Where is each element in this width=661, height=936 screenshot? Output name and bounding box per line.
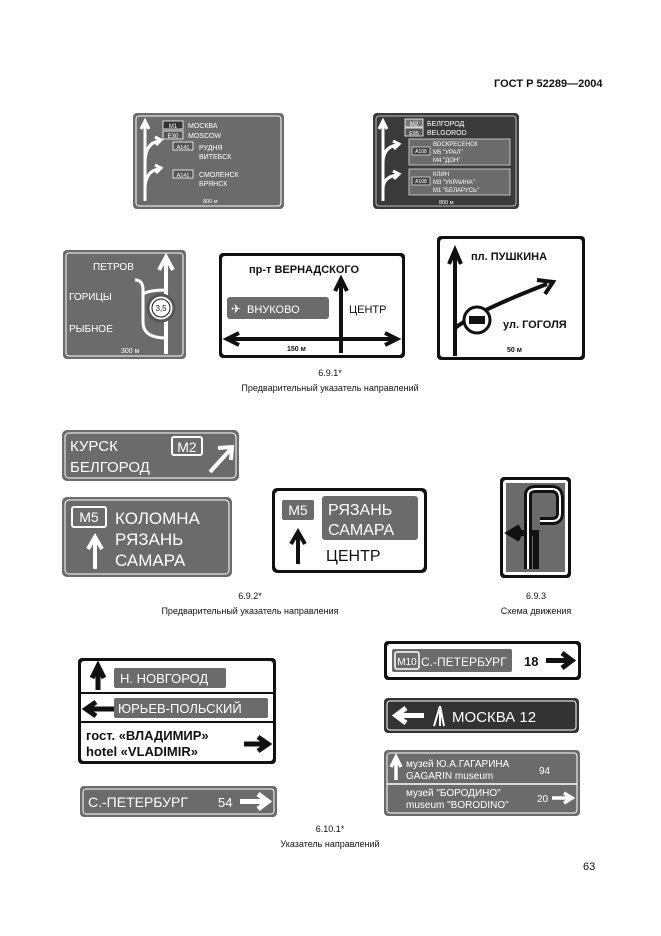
sign-text: Н. НОВГОРОД bbox=[120, 671, 208, 686]
sign-text: ЦЕНТР bbox=[349, 304, 386, 316]
sign-text: САМАРА bbox=[328, 522, 394, 539]
caption-6-9-1: 6.9.1* Предварительный указатель направл… bbox=[241, 368, 419, 393]
sign-6-10-1-a: Н. НОВГОРОД ЮРЬЕВ-ПОЛЬСКИЙ гост. «ВЛАДИМ… bbox=[78, 658, 276, 764]
sign-text: ВНУКОВО bbox=[247, 304, 300, 316]
sign-text: ул. ГОГОЛЯ bbox=[503, 319, 567, 331]
sign-text: hotel «VLADIMIR» bbox=[86, 744, 198, 759]
sign-text: КЛИН bbox=[433, 172, 449, 178]
sign-6-9-2-a: КУРСК БЕЛГОРОД M2 bbox=[62, 430, 239, 481]
sign-text: пр-т ВЕРНАДСКОГО bbox=[249, 264, 360, 276]
route-badge: M5 bbox=[288, 502, 308, 518]
sign-text: МОСКВА bbox=[188, 123, 218, 130]
sign-6-10-1-c: M10 С.-ПЕТЕРБУРГ 18 bbox=[384, 641, 581, 680]
page-header: ГОСТ Р 52289—2004 bbox=[494, 78, 603, 90]
sign-6-9-1-c: 3,5 ПЕТРОВ ГОРИЦЫ РЫБНОЕ 300 м bbox=[63, 250, 186, 359]
sign-text: САМАРА bbox=[115, 551, 186, 570]
route-badge: A108 bbox=[415, 149, 427, 155]
sign-6-9-1-d: ✈ ВНУКОВО пр-т ВЕРНАДСКОГО ЦЕНТР 150 м bbox=[219, 253, 405, 358]
sign-6-9-3 bbox=[500, 477, 571, 578]
sign-text: КОЛОМНА bbox=[115, 509, 201, 528]
distance: 20 bbox=[537, 794, 549, 805]
sign-6-9-2-b: M5 КОЛОМНА РЯЗАНЬ САМАРА bbox=[62, 497, 232, 577]
sign-text: С.-ПЕТЕРБУРГ bbox=[421, 655, 507, 669]
caption-6-9-2: 6.9.2* Предварительный указатель направл… bbox=[161, 591, 339, 616]
sign-text: КУРСК bbox=[70, 438, 118, 455]
sign-6-10-1-d: МОСКВА 12 bbox=[384, 698, 579, 733]
distance: 18 bbox=[524, 654, 538, 669]
motorway-icon bbox=[433, 705, 445, 727]
caption-6-9-3: 6.9.3 Схема движения bbox=[500, 591, 572, 616]
route-badge: M2 bbox=[410, 122, 419, 128]
route-badge: A141 bbox=[177, 173, 190, 179]
sign-text: С.-ПЕТЕРБУРГ bbox=[88, 794, 188, 810]
sign-text: М3 "УКРАИНА" bbox=[433, 180, 475, 186]
sign-text: РЯЗАНЬ bbox=[115, 530, 183, 549]
limit-sign: 3,5 bbox=[155, 304, 167, 313]
distance: 800 м bbox=[439, 200, 454, 206]
sign-text: ГОРИЦЫ bbox=[69, 292, 112, 303]
sign-text: ВИТЕБСК bbox=[199, 154, 232, 161]
distance: 800 м bbox=[203, 199, 218, 205]
route-badge: E30 bbox=[168, 134, 179, 140]
caption-6-10-1: 6.10.1* Указатель направлений bbox=[280, 824, 380, 849]
sign-text: GAGARIN museum bbox=[406, 771, 493, 782]
route-badge: A141 bbox=[177, 145, 190, 151]
distance: 54 bbox=[218, 795, 232, 810]
route-badge: M10 bbox=[397, 657, 417, 668]
sign-text: музей "БОРОДИНО" bbox=[406, 788, 501, 799]
sign-text: музей Ю.А.ГАГАРИНА bbox=[406, 759, 510, 770]
sign-text: РЯЗАНЬ bbox=[328, 502, 392, 519]
sign-text: МОСКВА 12 bbox=[452, 709, 536, 726]
sign-6-10-1-e: музей Ю.А.ГАГАРИНА GAGARIN museum 94 муз… bbox=[384, 750, 580, 816]
airplane-icon: ✈ bbox=[231, 302, 241, 316]
sign-text: М5 "УРАЛ" bbox=[433, 150, 463, 156]
distance: 300 м bbox=[121, 348, 140, 355]
sign-text: БЕЛГОРОД bbox=[70, 459, 150, 476]
sign-text: museum "BORODINO" bbox=[406, 800, 509, 811]
sign-text: ЦЕНТР bbox=[326, 548, 381, 565]
route-badge: M1 bbox=[169, 124, 178, 130]
sign-text: М1 "БЕЛАРУСЬ" bbox=[433, 188, 479, 194]
route-badge: M5 bbox=[79, 509, 99, 525]
distance: 50 м bbox=[507, 347, 522, 354]
route-badge: E95 bbox=[409, 131, 419, 137]
sign-text: РЫБНОЕ bbox=[69, 324, 113, 335]
distance: 150 м bbox=[287, 346, 306, 353]
distance: 94 bbox=[539, 766, 551, 777]
sign-text: пл. ПУШКИНА bbox=[471, 251, 547, 263]
sign-text: ВОСКРЕСЕНСК bbox=[433, 142, 478, 148]
sign-text: БРЯНСК bbox=[199, 181, 228, 188]
sign-text: БЕЛГОРОД bbox=[427, 121, 465, 128]
sign-text: СМОЛЕНСК bbox=[199, 172, 240, 179]
page-number: 63 bbox=[583, 861, 596, 873]
sign-6-9-1-a: M1 МОСКВА E30 MOSCOW A141 РУДНЯ ВИТЕБСК … bbox=[133, 113, 284, 209]
sign-text: ПЕТРОВ bbox=[93, 262, 134, 273]
sign-text: М4 "ДОН" bbox=[433, 158, 460, 164]
sign-text: MOSCOW bbox=[188, 133, 221, 140]
sign-text: РУДНЯ bbox=[199, 145, 223, 152]
sign-text: гост. «ВЛАДИМИР» bbox=[86, 728, 209, 743]
sign-text: ЮРЬЕВ-ПОЛЬСКИЙ bbox=[118, 701, 242, 716]
sign-6-9-2-c: M5 РЯЗАНЬ САМАРА ЦЕНТР bbox=[272, 488, 427, 573]
route-badge: M2 bbox=[177, 439, 197, 455]
sign-text: BELGOROD bbox=[427, 130, 467, 137]
sign-6-9-1-e: пл. ПУШКИНА ул. ГОГОЛЯ 50 м bbox=[437, 236, 585, 360]
route-badge: A108 bbox=[415, 179, 427, 185]
sign-6-9-1-b: M2 БЕЛГОРОД E95 BELGOROD A108 ВОСКРЕСЕНС… bbox=[373, 113, 519, 209]
sign-6-10-1-b: С.-ПЕТЕРБУРГ 54 bbox=[80, 786, 277, 817]
